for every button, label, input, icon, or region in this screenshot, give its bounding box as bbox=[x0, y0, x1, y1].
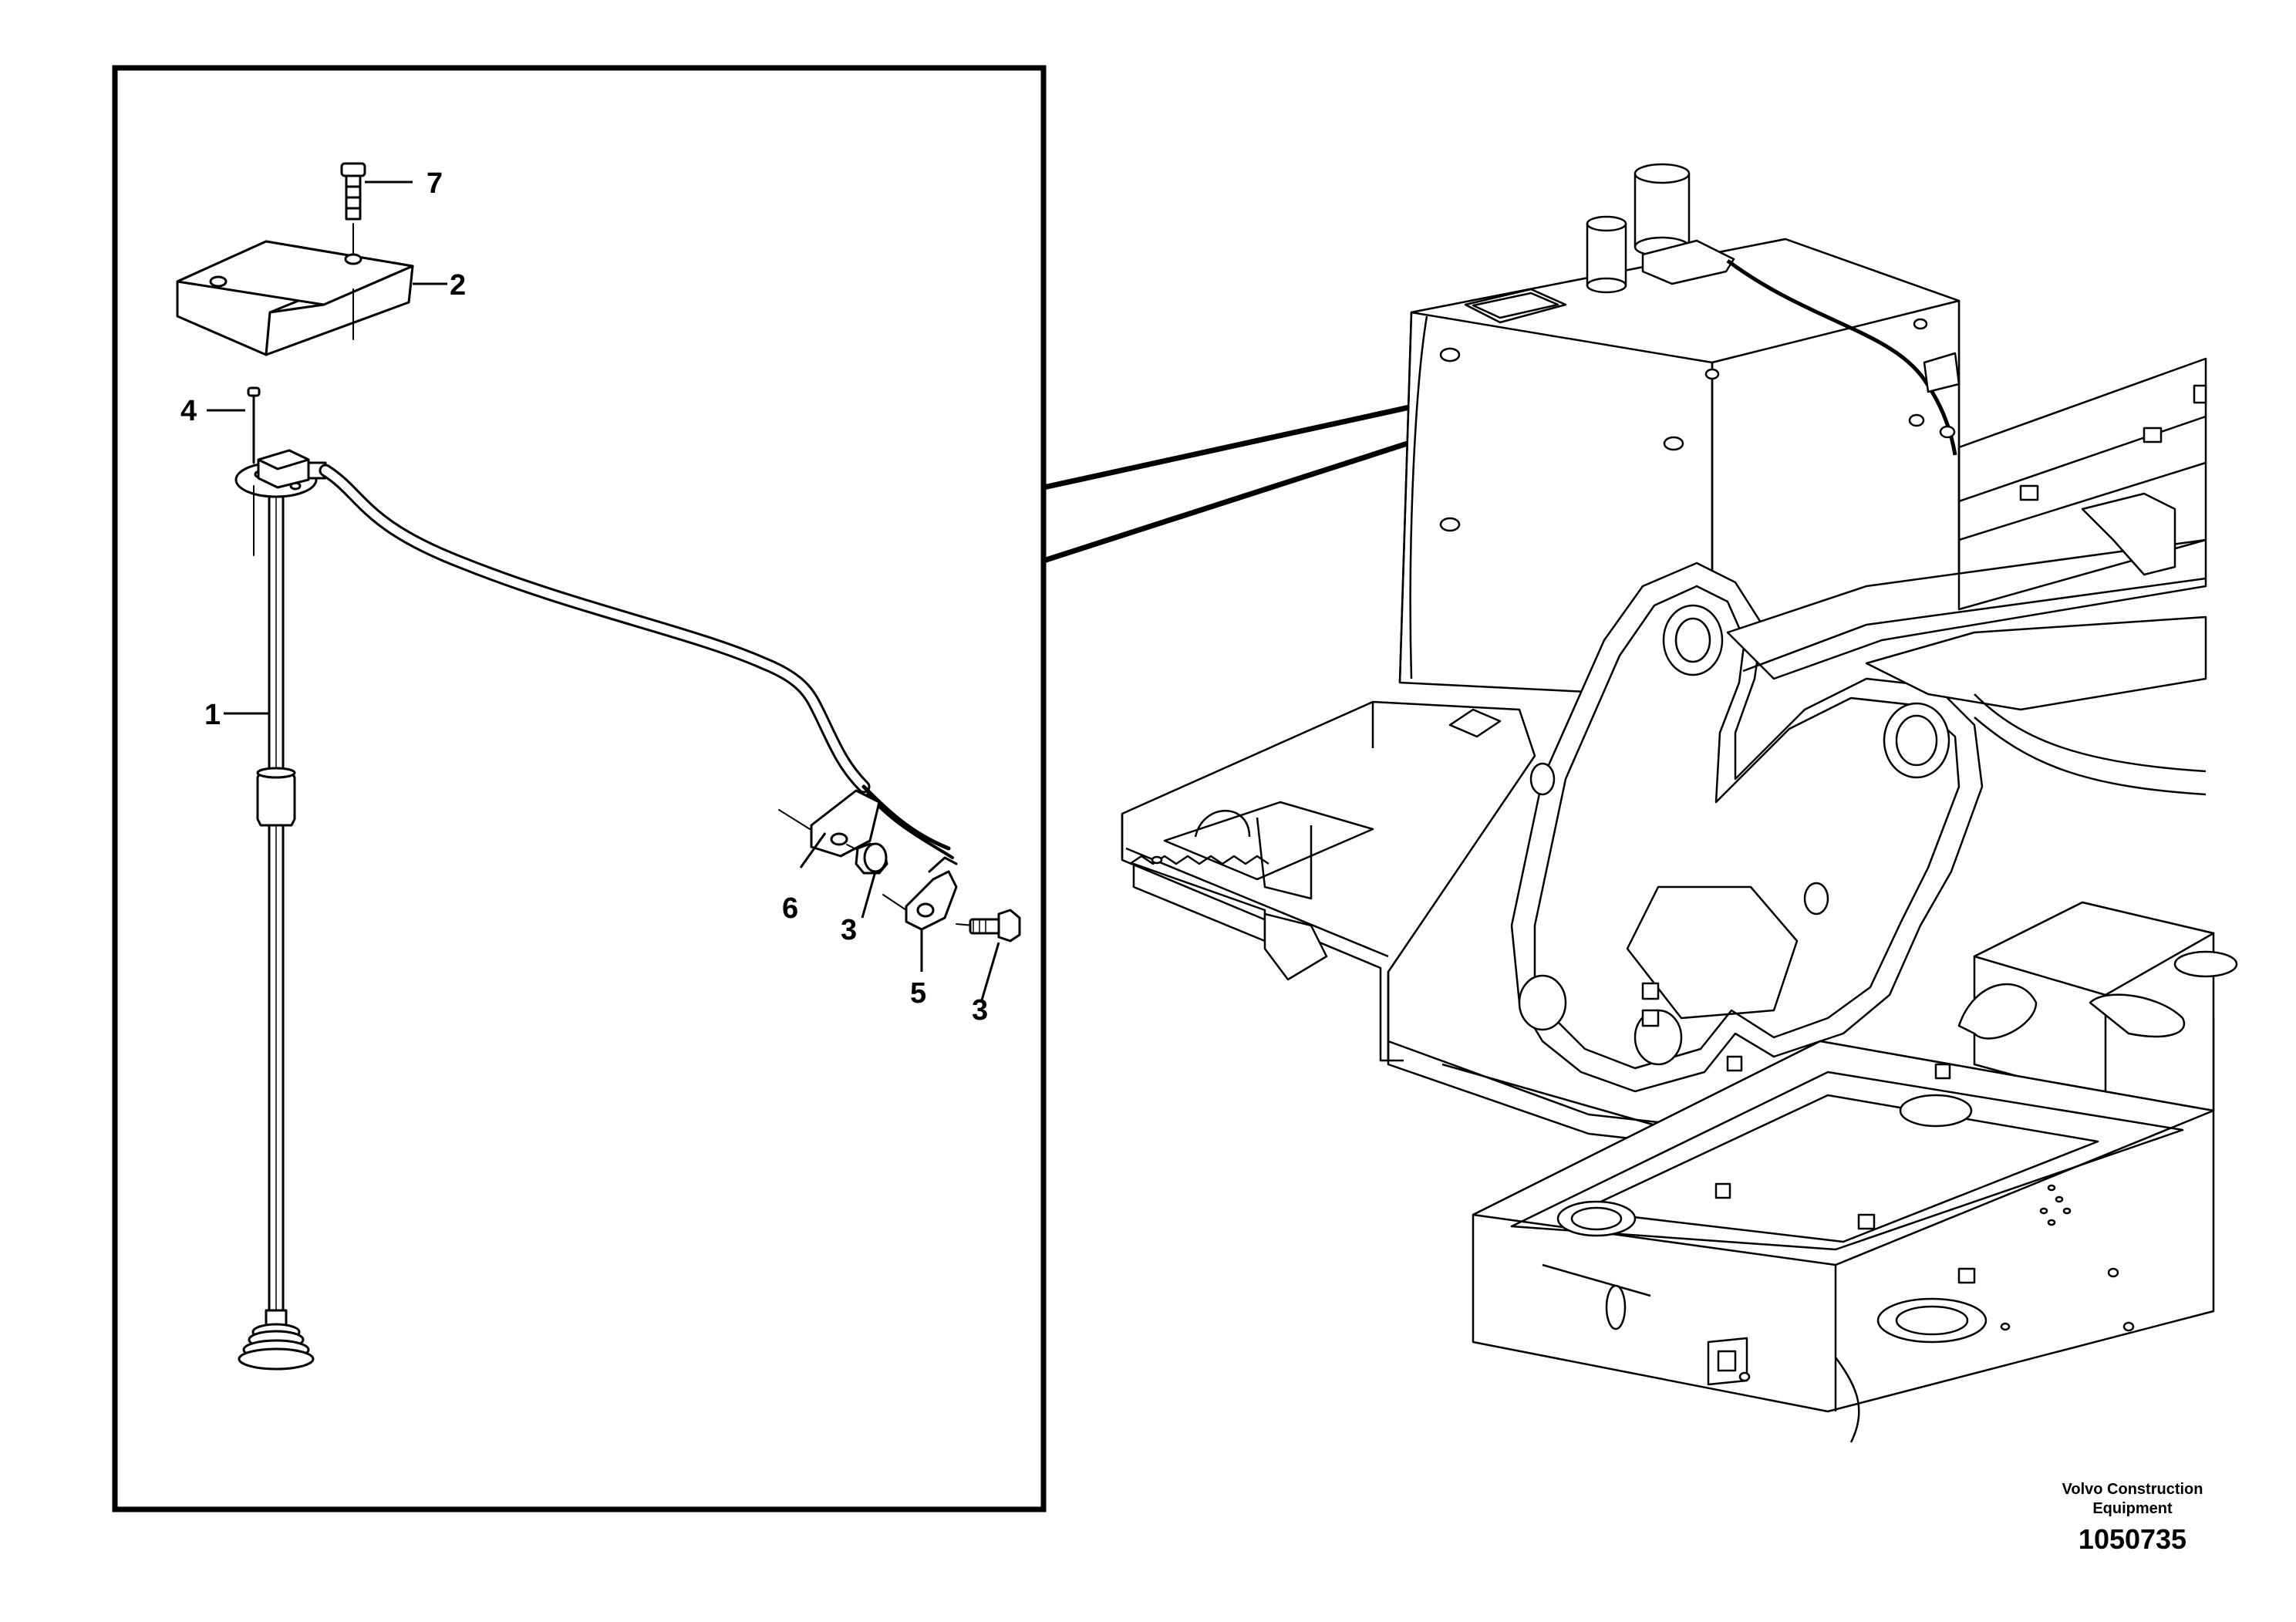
upper-frame-right bbox=[1957, 357, 2207, 611]
sender-flange bbox=[234, 449, 327, 556]
credit-company-line-2: Equipment bbox=[2092, 1500, 2173, 1517]
callout-3a: 3 bbox=[841, 914, 857, 946]
callout-6: 6 bbox=[782, 892, 798, 925]
fuel-level-sensor-assembly bbox=[176, 162, 1021, 1371]
sender-tube-part-1 bbox=[238, 495, 315, 1371]
cover-bracket-part-2 bbox=[176, 223, 414, 356]
credit-block: Volvo Construction Equipment 1050735 bbox=[2062, 1481, 2203, 1555]
clip-part-6 bbox=[778, 789, 881, 858]
credit-company-line-1: Volvo Construction bbox=[2062, 1481, 2203, 1498]
screw-part-4 bbox=[247, 386, 261, 464]
front-box-frame bbox=[1472, 1040, 2215, 1443]
tank bbox=[1398, 163, 1961, 700]
boom-arms bbox=[1726, 538, 2207, 796]
callout-1: 1 bbox=[204, 699, 221, 731]
callout-3b: 3 bbox=[972, 994, 988, 1027]
callout-2: 2 bbox=[450, 269, 466, 302]
callout-leaders bbox=[207, 180, 1000, 1003]
callout-5: 5 bbox=[910, 977, 926, 1010]
harness-cable bbox=[319, 464, 954, 859]
bolt-part-3b bbox=[956, 909, 1021, 943]
boom-bracket bbox=[1510, 561, 1984, 1093]
right-box-frame bbox=[1957, 901, 2238, 1112]
machine-context-drawing bbox=[1121, 163, 2238, 1443]
clip-part-5 bbox=[882, 856, 958, 931]
upper-frame-left bbox=[1121, 700, 1536, 1062]
figure-number: 1050735 bbox=[2079, 1523, 2186, 1555]
callout-4: 4 bbox=[180, 395, 197, 427]
screw-part-7 bbox=[340, 162, 366, 221]
callout-numbers: 7 2 4 1 6 3 5 3 bbox=[180, 167, 988, 1027]
callout-7: 7 bbox=[426, 167, 443, 200]
